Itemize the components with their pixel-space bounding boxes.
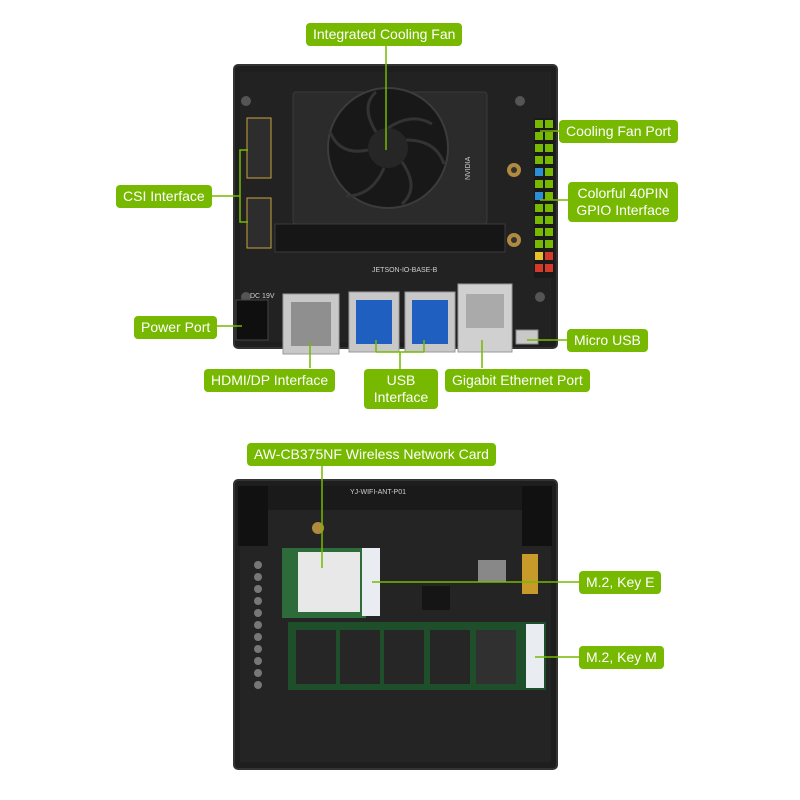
label-gpio: Colorful 40PIN GPIO Interface	[568, 182, 678, 222]
gpio-header	[534, 118, 554, 278]
board-name-text: JETSON-IO-BASE-B	[372, 267, 438, 274]
label-usb-line1: USB	[386, 372, 416, 388]
label-cooling-fan: Integrated Cooling Fan	[306, 23, 463, 46]
top-board: NVIDIA JETSON-IO-BASE-B	[233, 64, 558, 355]
label-wireless: AW-CB375NF Wireless Network Card	[247, 443, 496, 466]
callout-lines	[210, 46, 583, 658]
label-gpio-line1: Colorful 40PIN	[577, 185, 669, 201]
bottom-board: YJ-WIFI-ANT-P01	[233, 479, 558, 770]
cooling-fan-module: NVIDIA	[292, 87, 488, 225]
label-micro-usb: Micro USB	[567, 329, 648, 352]
label-usb-line2: Interface	[373, 389, 429, 405]
label-usb: USB Interface	[364, 369, 438, 409]
label-fan-port: Cooling Fan Port	[559, 120, 679, 143]
label-gpio-line2: GPIO Interface	[576, 202, 670, 218]
power-marking-text: DC 19V	[250, 293, 275, 300]
wifi-card	[282, 522, 380, 618]
label-csi: CSI Interface	[116, 185, 212, 208]
label-power-port: Power Port	[134, 316, 218, 339]
bottom-board-name-text: YJ-WIFI-ANT-P01	[350, 489, 406, 496]
fan-brand-text: NVIDIA	[465, 156, 472, 180]
label-m2-key-e: M.2, Key E	[579, 571, 662, 594]
label-ethernet: Gigabit Ethernet Port	[445, 369, 590, 392]
label-hdmi-dp: HDMI/DP Interface	[204, 369, 336, 392]
ssd-card	[288, 622, 546, 690]
label-m2-key-m: M.2, Key M	[579, 646, 664, 669]
